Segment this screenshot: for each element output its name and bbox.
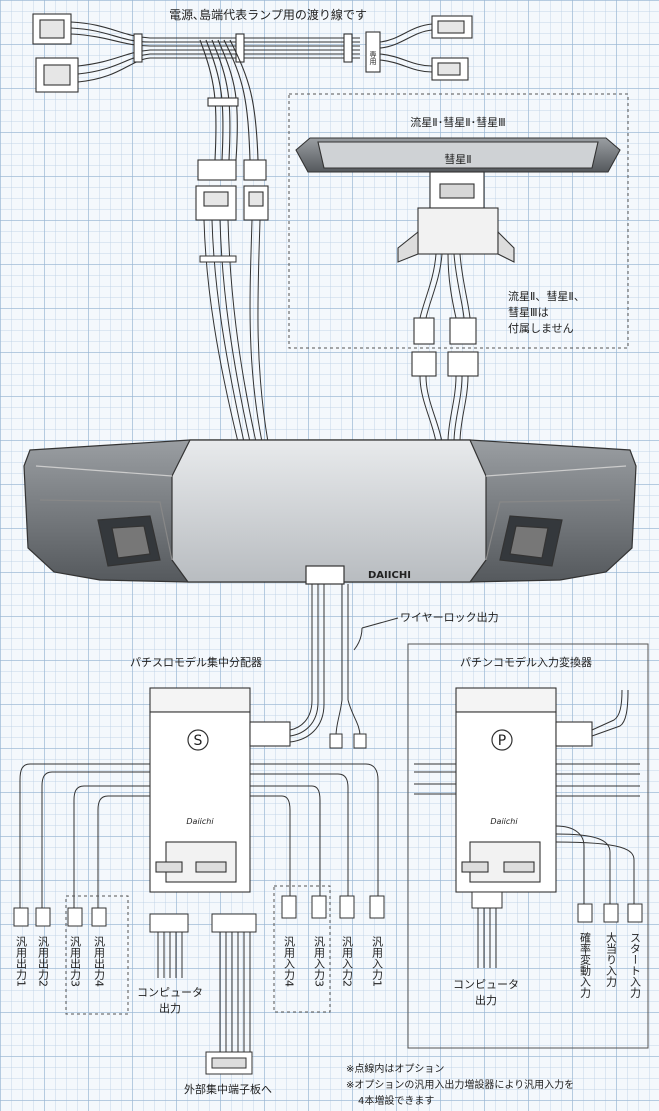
pachinko-left-wires <box>414 763 456 795</box>
pachislot-output-wires <box>19 763 150 910</box>
brand-logo: DAIICHI <box>368 570 411 581</box>
computer-out-line-2: 出力 <box>159 1001 181 1015</box>
computer-out-line-1: コンピュータ <box>137 986 203 999</box>
top-harness <box>32 13 473 161</box>
label-out2: 汎用出力2 <box>37 935 50 987</box>
option-region <box>288 93 629 349</box>
harness-label: 電源､島端代表ランプ用の渡り線です <box>169 7 367 22</box>
label-in2: 汎用入力2 <box>341 935 354 987</box>
harness-tag-label: 専用 <box>369 50 377 66</box>
p-computer-line-2: 出力 <box>475 993 497 1007</box>
pachinko-right-wires <box>555 689 640 906</box>
pachislot-box-logo: Daiichi <box>186 817 214 826</box>
main-lamp-unit <box>23 439 637 585</box>
lamp-connectors <box>195 159 269 221</box>
label-bonus-input: 大当り入力 <box>605 931 618 987</box>
wire-lock-connector-left <box>329 733 343 749</box>
not-included-line-2: 彗星Ⅲは <box>508 306 549 319</box>
optional-input-region <box>273 885 331 1013</box>
main-lamp-cable <box>199 219 269 443</box>
label-out1: 汎用出力1 <box>15 935 28 987</box>
pachislot-input-wires <box>250 763 379 900</box>
pachinko-box <box>455 687 593 893</box>
option-lamp <box>295 137 621 263</box>
option-lamp-cable <box>419 253 471 319</box>
label-out3: 汎用出力3 <box>69 935 82 987</box>
terminal-label: 外部集中端子板へ <box>184 1082 272 1096</box>
s-badge-circle <box>187 729 209 751</box>
pachislot-input-connectors <box>281 895 385 919</box>
pachinko-box-logo: Daiichi <box>490 817 518 826</box>
label-prob-input: 確率変動入力 <box>579 931 592 998</box>
pachinko-region <box>407 643 649 1049</box>
s-badge: S <box>194 733 203 749</box>
p-badge: P <box>498 733 506 749</box>
label-in3: 汎用入力3 <box>313 935 326 987</box>
option-title: 流星Ⅱ･彗星Ⅱ･彗星Ⅲ <box>410 115 505 129</box>
label-out4: 汎用出力4 <box>93 935 106 987</box>
pachislot-title: パチスロモデル集中分配器 <box>130 655 262 669</box>
pachinko-input-connectors <box>577 903 643 923</box>
wire-lock-connector-right <box>353 733 367 749</box>
lamp-name: 彗星Ⅱ <box>444 153 471 166</box>
pachislot-output-connectors <box>13 907 107 927</box>
pachislot-box <box>149 687 291 893</box>
wire-lock-label: ワイヤーロック出力 <box>400 610 499 624</box>
terminal-cable <box>205 913 257 1075</box>
p-badge-circle <box>491 729 513 751</box>
not-included-line-3: 付属しません <box>508 322 574 335</box>
label-in1: 汎用入力1 <box>371 935 384 987</box>
wire-lock-leader <box>361 617 399 629</box>
harness-tag <box>365 31 381 73</box>
pachinko-title: パチンコモデル入力変換器 <box>460 655 592 669</box>
pachinko-computer-cable <box>471 891 503 968</box>
note-1: ※点線内はオプション <box>346 1062 444 1075</box>
note-3: 4本増設できます <box>358 1094 434 1107</box>
optional-output-region <box>65 895 129 1015</box>
option-to-main-cable <box>419 375 469 443</box>
main-output-cable <box>289 584 361 743</box>
note-2: ※オプションの汎用入出力増設器により汎用入力を <box>346 1078 574 1091</box>
p-computer-line-1: コンピュータ <box>453 978 519 991</box>
not-included-line-1: 流星Ⅱ、彗星Ⅱ、 <box>508 289 585 303</box>
computer-output-cable <box>149 913 189 978</box>
label-start-input: スタート入力 <box>629 932 642 998</box>
option-connectors <box>411 317 479 377</box>
label-in4: 汎用入力4 <box>283 935 296 987</box>
